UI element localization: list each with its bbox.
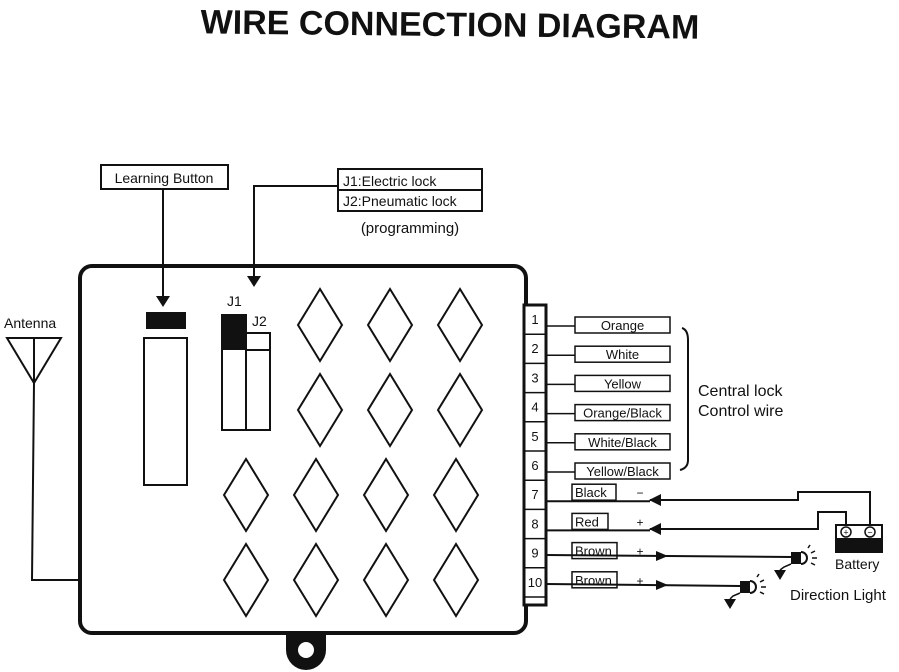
wire-2: White [546,345,671,363]
wire-3: Yellow [546,374,671,393]
bulb-icon [800,551,808,565]
jumper-callout: J1:Electric lock J2:Pneumatic lock (prog… [247,168,483,287]
wire-color-label: Orange/Black [583,406,662,421]
programming-label: (programming) [361,220,459,237]
antenna: Antenna [4,315,82,581]
wire-color-label: Black [575,485,607,500]
ground-icon [724,599,736,609]
polarity-sign: − [636,486,643,500]
diamond-component [222,457,270,533]
diamond-component [292,457,340,533]
wire-color-label: White/Black [588,435,657,450]
brace-icon [679,327,689,471]
polarity-sign: + [636,574,643,588]
arrow-right-icon [656,580,668,590]
wire-1: Orange [546,316,671,334]
wire-color-label-box [574,403,671,422]
control-wire-label: Control wire [698,403,783,420]
diamond-component [436,287,484,363]
direction-light-label: Direction Light [790,587,887,604]
jumper-j1[interactable] [221,314,247,431]
arrow-right-icon [656,551,668,561]
direction-light-1 [545,544,817,580]
learning-button-callout: Learning Button [100,164,229,307]
arrow-down-icon [247,276,261,287]
wire-color-label-box [574,462,671,480]
arrow-down-icon [156,296,170,307]
polarity-sign: + [636,545,643,559]
battery: + − Battery [649,491,883,572]
diamond-component [292,542,340,618]
arrow-left-icon [649,494,661,506]
arrow-left-icon [649,523,661,535]
diamond-component [296,372,344,448]
central-lock-label: Central lock [698,383,783,400]
pin-number: 6 [531,458,538,473]
wire-color-label-box [571,512,609,531]
wire-8: Red + [546,512,650,532]
wire-color-label-box [574,345,671,363]
diamond-component [362,457,410,533]
pin-number: 2 [531,341,538,356]
learning-button-label: Learning Button [115,170,214,186]
central-lock-group: Central lock Control wire [679,327,783,471]
pin-number: 3 [531,370,538,385]
diamond-component [432,457,480,533]
wire-6: Yellow/Black [546,462,671,480]
component-grid [222,287,484,618]
wire-color-label: Orange [601,318,644,333]
wire-color-label: Yellow/Black [586,464,659,479]
learning-button-slot [143,337,188,486]
wire-color-label: White [606,347,639,362]
diamond-component [362,542,410,618]
wire-4: Orange/Black [546,403,671,422]
pin-number: 4 [531,400,538,415]
polarity-sign: + [636,515,643,529]
direction-light-2: Direction Light [545,573,887,609]
mounting-hole [298,642,314,658]
diamond-component [222,542,270,618]
battery-plus-terminal: + [843,528,848,538]
wire-color-label-box [574,316,671,334]
antenna-label: Antenna [4,315,56,331]
diamond-component [366,372,414,448]
wire-color-label: Red [575,514,599,529]
learning-button[interactable] [146,312,186,329]
pin-number: 1 [531,312,538,327]
diamond-component [436,372,484,448]
pin-number: 10 [528,575,542,590]
j2-description: J2:Pneumatic lock [343,193,458,209]
jumper-j2[interactable] [245,332,271,431]
diamond-component [366,287,414,363]
j1-label: J1 [227,293,242,309]
wire-5: White/Black [546,433,671,451]
j1-description: J1:Electric lock [343,173,437,189]
bulb-icon [749,580,757,594]
diamond-component [296,287,344,363]
pin-number: 8 [531,516,538,531]
battery-minus-terminal: − [867,528,872,538]
connector-strip [522,303,548,607]
wire-list: 1 Orange 2 White 3 Yellow 4 Orange/Black 5 White/… [528,312,671,590]
wire-color-label-box [574,433,671,451]
diamond-component [432,542,480,618]
pin-number: 7 [531,487,538,502]
j2-label: J2 [252,313,267,329]
diagram-title: WIRE CONNECTION DIAGRAM [200,3,699,46]
ground-icon [774,570,786,580]
wire-color-label-box [574,374,671,393]
wire-color-label-box [571,483,617,501]
pin-number: 9 [531,546,538,561]
battery-label: Battery [835,556,879,572]
wire-7: Black − [546,483,650,503]
pin-number: 5 [531,429,538,444]
wire-color-label: Yellow [604,376,642,391]
